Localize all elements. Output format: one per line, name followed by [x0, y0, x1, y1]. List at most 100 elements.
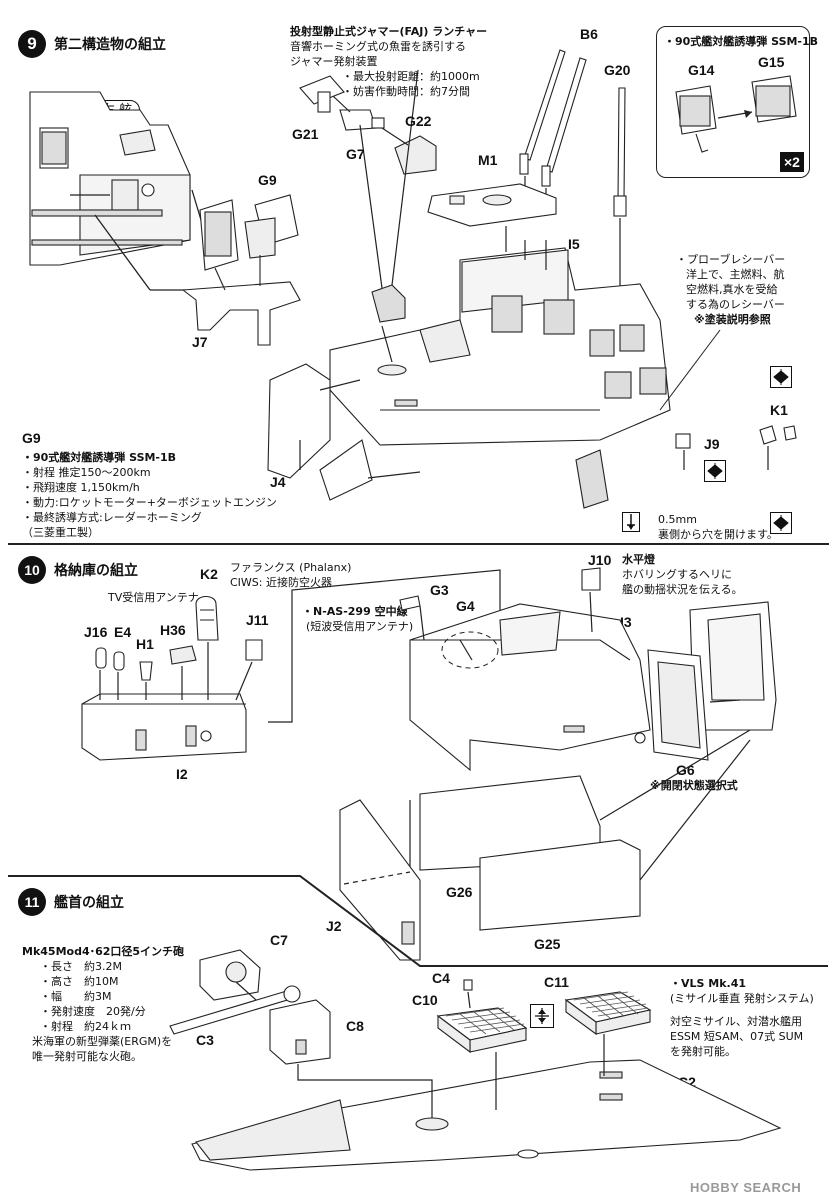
- g9-spec-4: ・動力:ロケットモーター+ターボジェットエンジン: [22, 496, 277, 509]
- step-11-title: 艦首の組立: [54, 895, 124, 911]
- part-label-j7: J7: [192, 334, 208, 350]
- part-label-j9: J9: [704, 436, 720, 452]
- faj-title: 投射型静止式ジャマー(FAJ) ランチャー: [290, 25, 488, 38]
- light-note-2: ホバリングするヘリに: [622, 568, 732, 581]
- part-label-e4: E4: [114, 624, 132, 640]
- flip-symbol-icon: [770, 512, 792, 534]
- part-label-k1: K1: [770, 402, 788, 418]
- part-label-h1: H1: [136, 636, 154, 652]
- gun-spec-5: ・射程 約24ｋｍ: [40, 1020, 131, 1033]
- part-label-c10: C10: [412, 992, 438, 1008]
- part-label-g22: G22: [405, 113, 432, 129]
- probe-line2: 空燃料,真水を受給: [686, 283, 778, 296]
- drill-text: 裏側から穴を開けます。: [658, 528, 778, 541]
- ssm-inset-panel: [656, 26, 810, 178]
- part-label-j16: J16: [84, 624, 108, 640]
- part-label-g9-info: G9: [22, 430, 41, 446]
- gun-spec-title: Mk45Mod4･62口径5インチ砲: [22, 945, 185, 958]
- quantity-multiplier: ×2: [780, 152, 804, 172]
- part-label-c4: C4: [432, 970, 450, 986]
- step-9-number: 9: [18, 30, 46, 58]
- watermark-text: HOBBY SEARCH: [690, 1180, 802, 1195]
- part-label-g21: G21: [292, 126, 319, 142]
- part-label-c8: C8: [346, 1018, 364, 1034]
- faj-line1: 音響ホーミング式の魚雷を誘引する: [290, 40, 466, 53]
- probe-line4: ※塗装説明参照: [694, 313, 771, 326]
- step-9-title: 第二構造物の組立: [54, 37, 166, 53]
- vls-spec-2: (ミサイル垂直 発射システム): [670, 992, 814, 1005]
- vls-spec-note: ・VLS Mk.41 (ミサイル垂直 発射システム) 対空ミサイル、対潜水艦用 …: [670, 976, 814, 1059]
- phalanx-note-2: CIWS: 近接防空火器: [230, 576, 332, 589]
- nas-note-1: ・N-AS-299 空中線: [302, 605, 408, 618]
- gun-spec-3: ・幅 約3M: [40, 990, 112, 1003]
- gun-spec-4: ・発射速度 20発/分: [40, 1005, 146, 1018]
- probe-line1: 洋上で、主燃料、航: [686, 268, 785, 281]
- open-close-option-note: ※開閉状態選択式: [650, 779, 738, 792]
- step-11-number: 11: [18, 888, 46, 916]
- gun-spec-7: 唯一発射可能な火砲。: [32, 1050, 142, 1063]
- gun-spec-note: Mk45Mod4･62口径5インチ砲 ・長さ 約3.2M ・高さ 約10M ・幅…: [22, 944, 184, 1064]
- gun-spec-2: ・高さ 約10M: [40, 975, 119, 988]
- part-label-i2: I2: [176, 766, 188, 782]
- part-label-g26: G26: [446, 884, 473, 900]
- g9-spec-2: ・射程 推定150～200km: [22, 466, 151, 479]
- probe-line3: する為のレシーバー: [686, 298, 785, 311]
- probe-title: ・プローブレシーバー: [676, 253, 786, 266]
- part-label-g15: G15: [758, 54, 785, 70]
- light-note-3: 艦の動揺状況を伝える。: [622, 583, 743, 596]
- part-label-h36: H36: [160, 622, 186, 638]
- vls-spec-3: 対空ミサイル、対潜水艦用: [670, 1015, 802, 1028]
- part-label-c11: C11: [544, 974, 569, 990]
- part-label-b6: B6: [580, 26, 598, 42]
- part-label-g9-top: G9: [258, 172, 277, 188]
- probe-receiver-note: ・プローブレシーバー 洋上で、主燃料、航 空燃料,真水を受給 する為のレシーバー…: [676, 252, 785, 327]
- part-label-g14: G14: [688, 62, 715, 78]
- g9-spec-1: ・90式艦対艦誘導弾 SSM-1B: [22, 451, 177, 464]
- drill-size: 0.5mm: [658, 513, 697, 526]
- part-label-j11: J11: [246, 612, 269, 628]
- faj-note: 投射型静止式ジャマー(FAJ) ランチャー 音響ホーミング式の魚雷を誘引する ジ…: [290, 24, 487, 99]
- gun-spec-1: ・長さ 約3.2M: [40, 960, 122, 973]
- light-note-1: 水平燈: [622, 553, 655, 566]
- g9-spec-3: ・飛翔速度 1,150km/h: [22, 481, 140, 494]
- g9-spec-6: （三菱重工製）: [22, 526, 99, 539]
- g9-spec-note: ・90式艦対艦誘導弾 SSM-1B ・射程 推定150～200km ・飛翔速度 …: [22, 450, 277, 540]
- part-label-j2: J2: [326, 918, 342, 934]
- vls-spec-4: ESSM 短SAM、07式 SUM: [670, 1030, 804, 1043]
- vls-spec-5: を発射可能。: [670, 1045, 736, 1058]
- faj-line4: ・妨害作動時間：約7分間: [342, 85, 470, 98]
- section-divider: [8, 543, 829, 545]
- part-label-m1: M1: [478, 152, 498, 168]
- part-label-i3: I3: [620, 614, 632, 630]
- part-label-j10: J10: [588, 552, 612, 568]
- faj-line2: ジャマー発射装置: [290, 55, 378, 68]
- part-label-c7: C7: [270, 932, 288, 948]
- flip-symbol-icon: [704, 460, 726, 482]
- part-label-g4: G4: [456, 598, 475, 614]
- part-label-g3: G3: [430, 582, 449, 598]
- tv-antenna-note: TV受信用アンテナ: [108, 591, 199, 604]
- drill-icon: [622, 512, 640, 532]
- part-label-g20: G20: [604, 62, 631, 78]
- phalanx-note-1: ファランクス (Phalanx): [230, 561, 352, 574]
- part-label-j4: J4: [270, 474, 286, 490]
- flip-symbol-icon: [770, 366, 792, 388]
- part-label-g7: G7: [346, 146, 365, 162]
- step-10-title: 格納庫の組立: [54, 563, 138, 579]
- part-label-k2: K2: [200, 566, 218, 582]
- part-label-i5: I5: [568, 236, 580, 252]
